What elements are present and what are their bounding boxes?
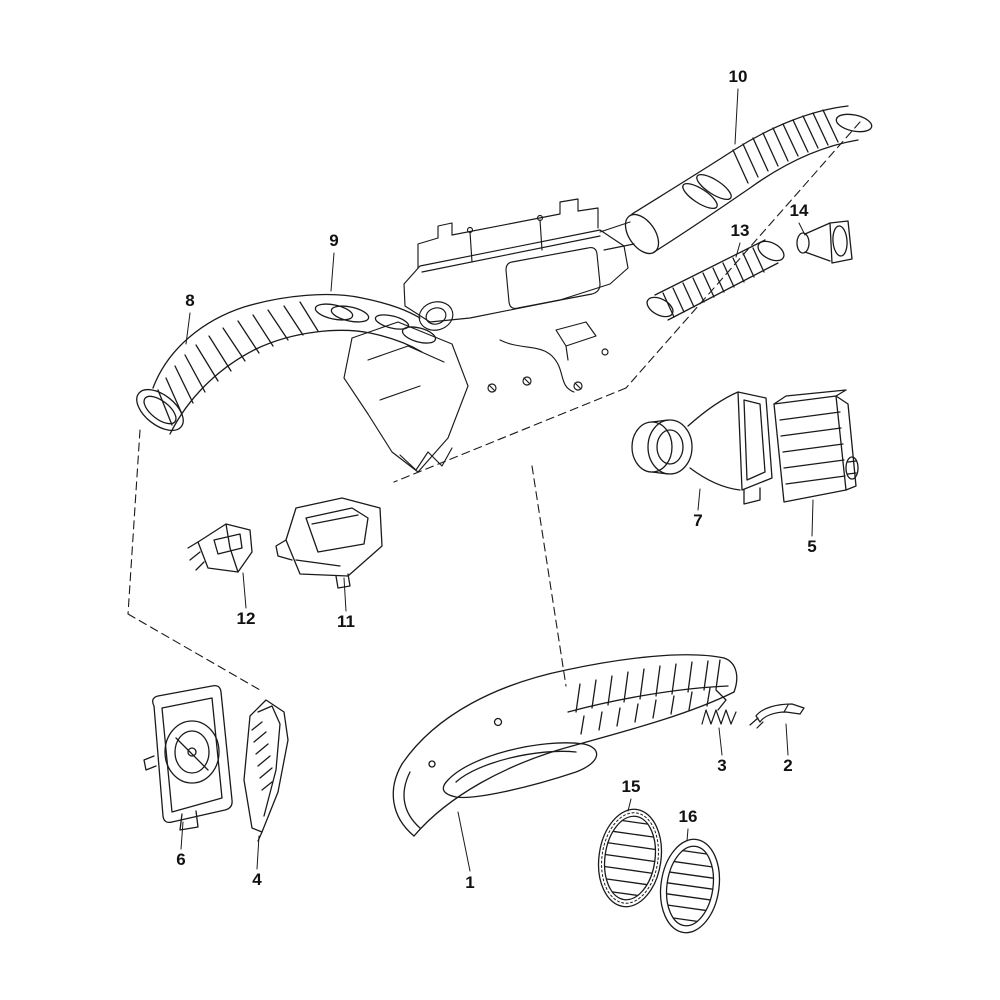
part-2-clip bbox=[749, 703, 805, 729]
part-3-spring bbox=[701, 709, 737, 725]
part-6-vent-housing bbox=[143, 684, 233, 831]
part-label-6[interactable]: 6 bbox=[176, 850, 186, 869]
part-label-12[interactable]: 12 bbox=[236, 609, 256, 628]
part-label-3[interactable]: 3 bbox=[717, 756, 727, 775]
part-label-4[interactable]: 4 bbox=[252, 870, 262, 889]
part-label-13[interactable]: 13 bbox=[730, 221, 750, 240]
part-10-hose bbox=[624, 105, 873, 255]
part-12-bracket bbox=[187, 523, 253, 573]
part-9-hose-sleeve bbox=[314, 303, 437, 344]
part-label-14[interactable]: 14 bbox=[789, 201, 809, 220]
part-11-duct bbox=[275, 497, 383, 589]
part-4-nozzle bbox=[243, 699, 289, 842]
part-15-grille bbox=[597, 808, 663, 908]
leader-lines bbox=[180, 88, 814, 872]
part-label-8[interactable]: 8 bbox=[185, 291, 195, 310]
part-16-grille bbox=[659, 838, 721, 934]
part-label-9[interactable]: 9 bbox=[329, 231, 339, 250]
part-8-hose bbox=[136, 293, 423, 435]
part-label-7[interactable]: 7 bbox=[693, 511, 703, 530]
part-label-10[interactable]: 10 bbox=[728, 67, 748, 86]
central-heater-assembly bbox=[343, 198, 635, 473]
dashed-assembly-lines bbox=[127, 121, 861, 691]
part-label-2[interactable]: 2 bbox=[783, 756, 793, 775]
part-13-hose bbox=[646, 239, 785, 321]
part-label-15[interactable]: 15 bbox=[621, 777, 641, 796]
part-label-16[interactable]: 16 bbox=[678, 807, 698, 826]
part-7-duct bbox=[631, 391, 773, 505]
part-label-5[interactable]: 5 bbox=[807, 537, 817, 556]
part-5-vent bbox=[773, 389, 859, 503]
part-label-1[interactable]: 1 bbox=[465, 873, 475, 892]
part-14-grommet bbox=[796, 220, 853, 264]
part-1-defroster-duct bbox=[392, 654, 738, 837]
part-label-11[interactable]: 11 bbox=[337, 612, 355, 631]
